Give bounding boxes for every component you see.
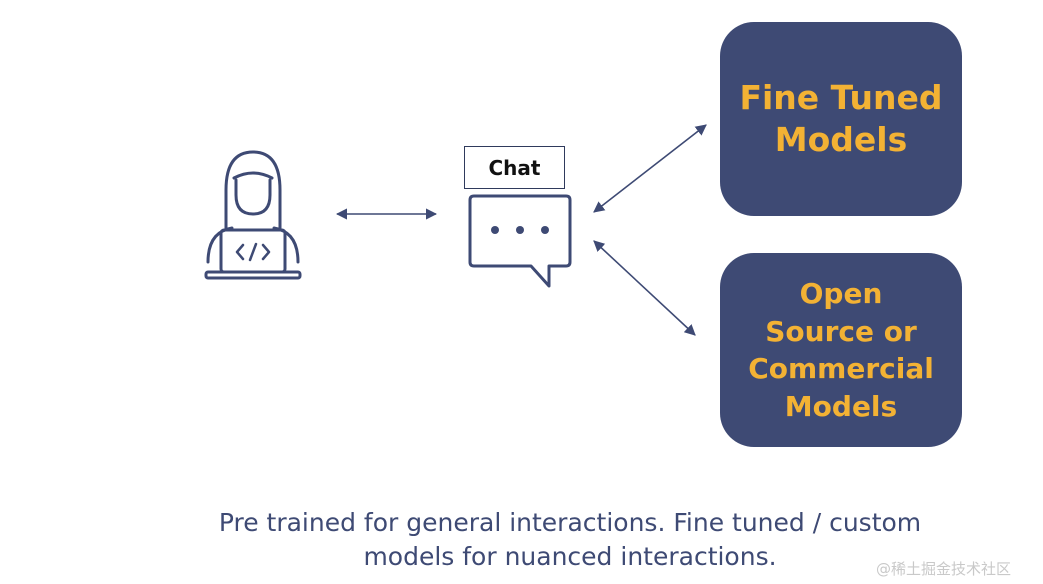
fine-tuned-models-label: Fine Tuned Models [739, 78, 943, 159]
watermark: @稀土掘金技术社区 [876, 560, 1012, 578]
chat-bubble-icon [468, 194, 572, 288]
open-source-commercial-models-label: Open Source or Commercial Models [748, 277, 934, 423]
arrow-chat-open-source [593, 240, 696, 336]
caption: Pre trained for general interactions. Fi… [218, 508, 922, 571]
fine-tuned-models-box: Fine Tuned Models [720, 22, 962, 216]
open-source-commercial-models-box: Open Source or Commercial Models [720, 253, 962, 447]
chat-label: Chat [464, 146, 565, 189]
arrow-chat-fine-tuned [593, 124, 707, 213]
developer-laptop-icon [204, 150, 302, 280]
